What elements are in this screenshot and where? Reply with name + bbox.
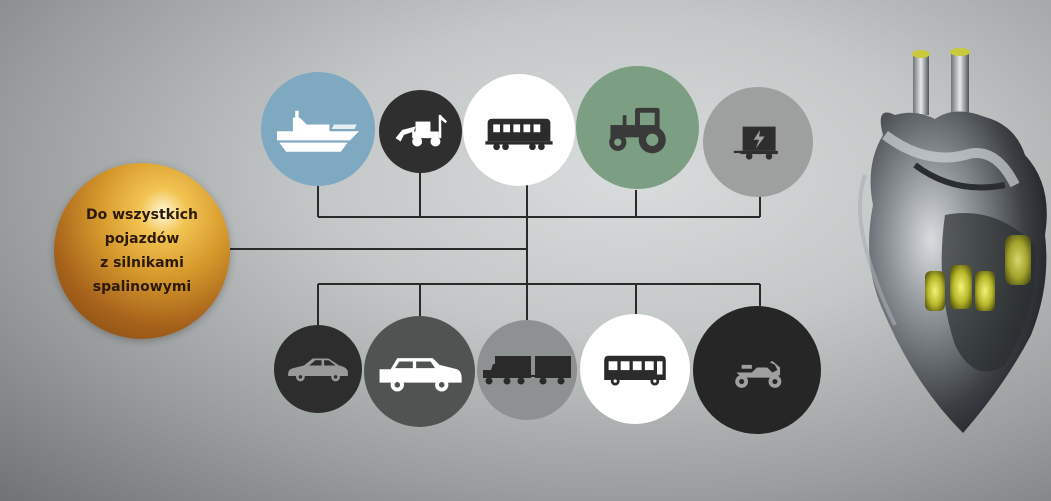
generator-trailer-icon — [733, 126, 778, 160]
motorcycle-icon — [735, 361, 782, 388]
root-label-line-1: Do wszystkich — [85, 207, 199, 223]
train-car-icon — [485, 118, 553, 151]
node-bus — [580, 314, 690, 424]
node-train-car — [463, 74, 575, 186]
root-label-line-4: spalinowymi — [92, 279, 192, 295]
mechanical-heart-icon — [858, 48, 1047, 433]
node-excavator — [379, 90, 462, 173]
node-tractor — [576, 66, 699, 189]
node-boat — [261, 72, 375, 186]
node-truck-trailer — [477, 320, 577, 420]
root-node: Do wszystkich pojazdów z silnikami spali… — [54, 163, 230, 339]
node-generator-trailer — [703, 87, 813, 197]
boat-icon — [276, 110, 360, 152]
root-label: Do wszystkich pojazdów z silnikami spali… — [54, 203, 230, 299]
tractor-icon — [609, 107, 666, 154]
node-car — [274, 325, 362, 413]
node-suv — [364, 316, 475, 427]
bus-icon — [604, 355, 666, 386]
node-motorcycle — [693, 306, 821, 434]
root-label-line-2: pojazdów — [104, 231, 180, 247]
excavator-icon — [395, 114, 448, 147]
root-label-line-3: z silnikami — [100, 255, 184, 271]
suv-icon — [379, 358, 462, 392]
car-icon — [288, 358, 348, 382]
truck-trailer-icon — [483, 356, 571, 385]
